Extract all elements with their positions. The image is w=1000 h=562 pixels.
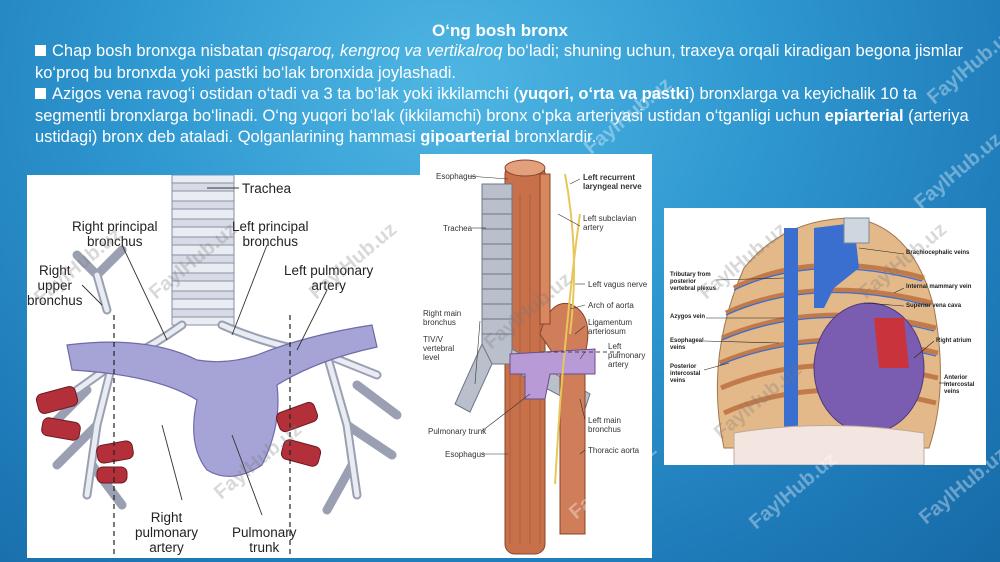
- slide-title: O‘ng bosh bronx: [432, 21, 568, 40]
- label-esophagus-bottom: Esophagus: [445, 450, 486, 459]
- label-azygos-vein: Azygos vein: [670, 314, 706, 320]
- brachiocephalic-shape: [814, 223, 859, 308]
- bronchi-illustration: [35, 175, 402, 558]
- label-left-pulmonary-artery: Left pulmonary artery: [608, 342, 646, 369]
- label-tiv-vertebral-level: TIV/V vertebral level: [423, 335, 455, 362]
- trachea-shape: [171, 175, 235, 326]
- label-brachiocephalic-veins: Brachiocephalic veins: [906, 250, 970, 256]
- label-left-recurrent-laryngeal-nerve: Left recurrent laryngeal nerve: [583, 173, 642, 191]
- label-left-main-bronchus: Left main bronchus: [588, 416, 621, 434]
- leader-lines: [81, 187, 328, 516]
- label-esophagus-top: Esophagus: [436, 172, 477, 181]
- label-pulmonary-trunk: Pulmonary trunk: [428, 427, 487, 436]
- label-thoracic-aorta: Thoracic aorta: [588, 446, 640, 455]
- figure-thoracic-veins: Brachiocephalic veins Tributary from pos…: [664, 208, 986, 465]
- dashed-guides: [113, 315, 291, 558]
- figure-bronchi-pulmonary: Trachea Right principal bronchus Left pr…: [27, 175, 421, 558]
- label-right-principal-bronchus: Right principal bronchus: [72, 219, 158, 249]
- thoracic-veins-illustration: [703, 217, 949, 465]
- label-right-atrium: Right atrium: [936, 338, 972, 344]
- label-left-principal-bronchus: Left principal bronchus: [232, 219, 309, 249]
- pulmonary-trunk-shape: [509, 348, 596, 400]
- label-trachea: Trachea: [443, 224, 473, 233]
- leader-lines: [467, 175, 586, 455]
- paragraph-1: Chap bosh bronxga nisbatan qisqaroq, ken…: [35, 42, 963, 82]
- slide-body: Chap bosh bronxga nisbatan qisqaroq, ken…: [35, 41, 970, 149]
- label-right-upper-bronchus: Right upper bronchus: [27, 263, 83, 308]
- label-superior-vena-cava: Superior vena cava: [906, 303, 962, 309]
- label-pulmonary-trunk: Pulmonary trunk: [232, 525, 297, 555]
- label-left-pulmonary-artery: Left pulmonary artery: [284, 263, 374, 293]
- label-internal-mammary-vein: Internal mammary vein: [906, 284, 972, 290]
- paragraph-2: Azigos vena ravog‘i ostidan o‘tadi va 3 …: [35, 85, 969, 146]
- label-anterior-intercostal-veins: Anterior intercostal veins: [944, 375, 975, 395]
- label-trachea: Trachea: [242, 181, 292, 196]
- label-esophageal-veins: Esophageal veins: [670, 338, 704, 351]
- aorta-shape: [539, 302, 589, 535]
- leader-lines: [703, 247, 949, 384]
- pulmonary-trunk-shape: [66, 324, 378, 477]
- red-artery-segments: [35, 386, 322, 484]
- label-tributary-posterior-vertebral-plexus: Tributary from posterior vertebral plexu…: [670, 272, 717, 292]
- label-right-main-bronchus: Right main bronchus: [423, 309, 462, 327]
- azygos-vein-shape: [784, 228, 798, 428]
- label-left-subclavian-artery: Left subclavian artery: [583, 214, 637, 232]
- figure-mediastinum: Esophagus Left recurrent laryngeal nerve…: [420, 154, 652, 558]
- label-ligamentum-arteriosum: Ligamentum arteriosum: [588, 318, 633, 336]
- bullet-icon: [35, 45, 46, 56]
- label-arch-of-aorta: Arch of aorta: [588, 301, 634, 310]
- label-left-vagus-nerve: Left vagus nerve: [588, 280, 648, 289]
- label-right-pulmonary-artery: Right pulmonary artery: [135, 510, 199, 555]
- mediastinum-illustration: [454, 159, 620, 555]
- label-posterior-intercostal-veins: Posterior intercostal veins: [670, 364, 701, 384]
- bullet-icon: [35, 88, 46, 99]
